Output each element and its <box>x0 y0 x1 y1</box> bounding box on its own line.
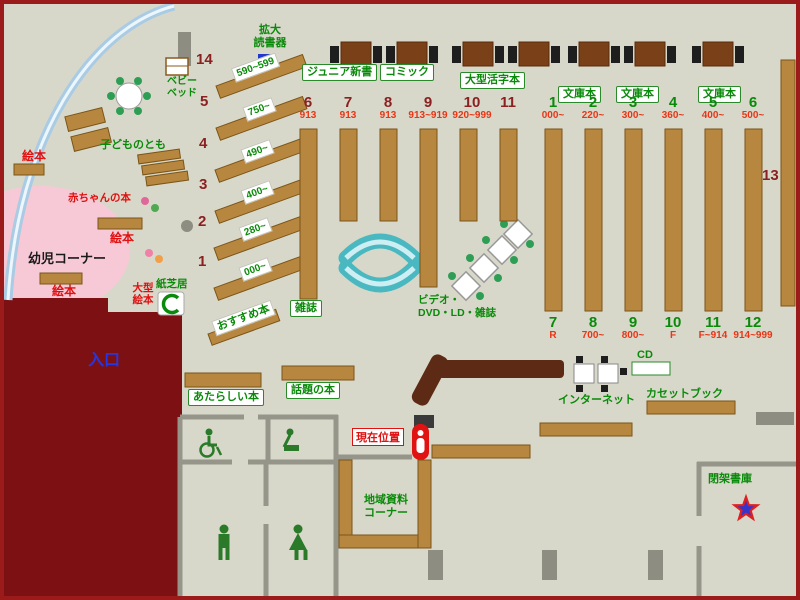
baby-bed-icon <box>165 57 189 76</box>
shelf-mid-2 <box>431 444 531 459</box>
col-right-1: 1 000~ <box>541 94 565 121</box>
window-wall-inner <box>6 4 175 301</box>
label-current-location: 現在位置 <box>352 428 404 446</box>
label-bunko-2: 文庫本 <box>616 86 659 104</box>
service-counter <box>411 354 564 406</box>
num-right-wall-13: 13 <box>762 167 779 184</box>
label-baby-bed: ベビー ベッド <box>167 76 197 99</box>
male-toilet-icon <box>218 524 230 560</box>
label-cd: CD <box>637 349 653 361</box>
label-ehon-2: 絵本 <box>110 231 135 245</box>
stack-right-5 <box>704 128 723 312</box>
label-topical-books: 話題の本 <box>286 382 340 400</box>
stack-right-1 <box>544 128 563 312</box>
stack-right-4 <box>664 128 683 312</box>
stack-right-6 <box>744 128 763 312</box>
col-left-6: 6 913 <box>299 94 317 121</box>
label-junior-shinsho: ジュニア新書 <box>302 64 378 82</box>
stack-left-9 <box>419 128 438 288</box>
stack-left-7 <box>339 128 358 222</box>
stack-right-3 <box>624 128 643 312</box>
label-video: ビデオ・ DVD・LD・雑誌 <box>418 294 497 319</box>
shelf-local-right <box>417 459 432 549</box>
label-ehon-1: 絵本 <box>22 149 47 163</box>
num-diag-3: 3 <box>199 176 208 193</box>
shelf-local-bottom <box>338 534 432 549</box>
reading-tables <box>330 41 744 67</box>
current-location-marker <box>412 424 429 460</box>
shelf-cassette <box>646 400 736 415</box>
label-large-print: 大型活字本 <box>460 72 525 90</box>
col-right-6: 6 500~ <box>741 94 765 121</box>
col-bottom-11: 11 F~914 <box>698 314 728 341</box>
col-right-2: 2 220~ <box>581 94 605 121</box>
col-bottom-7: 7 R <box>548 314 558 341</box>
label-comic: コミック <box>380 64 434 82</box>
label-cassette-books: カセットブック <box>646 388 723 400</box>
col-right-3: 3 300~ <box>621 94 645 121</box>
wheelchair-icon <box>199 428 223 458</box>
entrance-area <box>4 298 182 596</box>
label-large-ehon: 大型 絵本 <box>132 282 154 307</box>
label-infant-corner: 幼児コーナー <box>28 251 107 266</box>
shelf-ehon-2 <box>97 217 143 230</box>
internet-tables <box>573 356 627 392</box>
shelf-right-wall-13 <box>780 59 796 307</box>
video-corner-seats <box>448 218 534 302</box>
stack-left-6 <box>299 128 318 300</box>
stack-right-2 <box>584 128 603 312</box>
label-bunko-3: 文庫本 <box>698 86 741 104</box>
kamishibai-shelf-icon <box>157 291 185 316</box>
col-left-8: 8 913 <box>379 94 397 121</box>
num-diag-4: 4 <box>199 135 208 152</box>
stack-left-11 <box>499 128 518 222</box>
kids-tables <box>64 107 112 152</box>
shelf-ehon-1 <box>13 163 45 176</box>
shelf-new-books <box>184 372 262 388</box>
shelf-mid-1 <box>539 422 633 437</box>
label-internet: インターネット <box>558 394 635 406</box>
walls <box>177 414 796 596</box>
kids-cushions <box>141 197 163 263</box>
label-bunko-1: 文庫本 <box>558 86 601 104</box>
stack-left-8 <box>379 128 398 222</box>
label-new-books: あたらしい本 <box>188 389 264 407</box>
num-diag-14: 14 <box>196 51 213 68</box>
label-magnifier: 拡大 読書器 <box>253 24 287 50</box>
stack-left-10 <box>459 128 478 222</box>
col-bottom-8: 8 700~ <box>581 314 605 341</box>
col-bottom-10: 10 F <box>664 314 682 341</box>
col-left-10: 10 920~999 <box>452 94 492 121</box>
kids-round-table <box>107 77 151 115</box>
num-diag-1: 1 <box>198 253 207 270</box>
num-diag-5: 5 <box>200 93 209 110</box>
shelf-ehon-3 <box>39 272 83 285</box>
label-ehon-3: 絵本 <box>52 284 77 298</box>
pillars <box>178 32 794 580</box>
baby-room-icon <box>282 428 299 451</box>
col-bottom-12: 12 914~999 <box>733 314 773 341</box>
label-local-materials: 地域資料 コーナー <box>364 494 408 520</box>
closed-stacks-star-icon <box>731 493 761 522</box>
col-right-5: 5 400~ <box>701 94 725 121</box>
label-akachan-books: 赤ちゃんの本 <box>68 192 131 204</box>
label-magazines: 雑誌 <box>290 300 322 318</box>
magazine-seats <box>338 233 422 293</box>
cd-shelf <box>631 361 671 376</box>
label-kamishibai: 紙芝居 <box>156 278 188 290</box>
female-toilet-icon <box>289 524 308 560</box>
col-right-4: 4 360~ <box>661 94 685 121</box>
col-bottom-9: 9 800~ <box>621 314 645 341</box>
col-left-9: 9 913~919 <box>408 94 448 121</box>
label-entrance: 入口 <box>88 352 121 369</box>
num-diag-2: 2 <box>198 213 207 230</box>
label-kodomo-no-tomo: 子どものとも <box>100 139 166 151</box>
col-left-11: 11 <box>500 94 516 111</box>
kids-steps <box>137 148 190 187</box>
shelf-topical-books <box>281 365 355 381</box>
label-closed-stacks: 閉架書庫 <box>708 473 752 485</box>
col-left-7: 7 913 <box>339 94 357 121</box>
